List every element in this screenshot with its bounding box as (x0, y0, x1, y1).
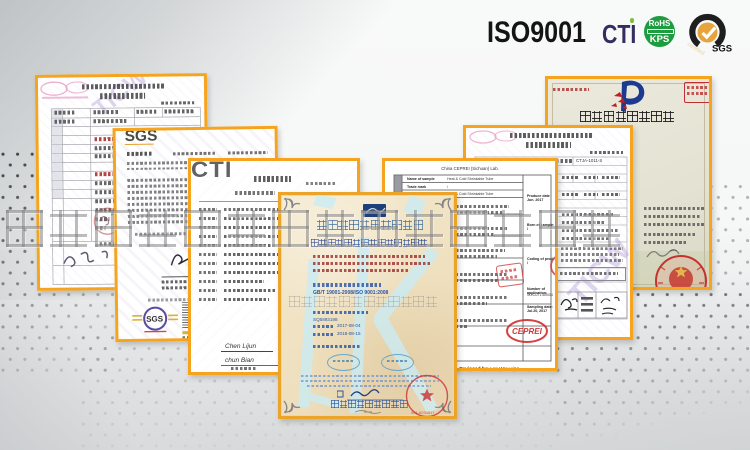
svg-text:CEPREI: CEPREI (512, 327, 543, 336)
svg-text:SGS: SGS (146, 314, 164, 323)
svg-text:001-6034517: 001-6034517 (411, 410, 435, 415)
svg-text:SGS: SGS (712, 44, 732, 55)
